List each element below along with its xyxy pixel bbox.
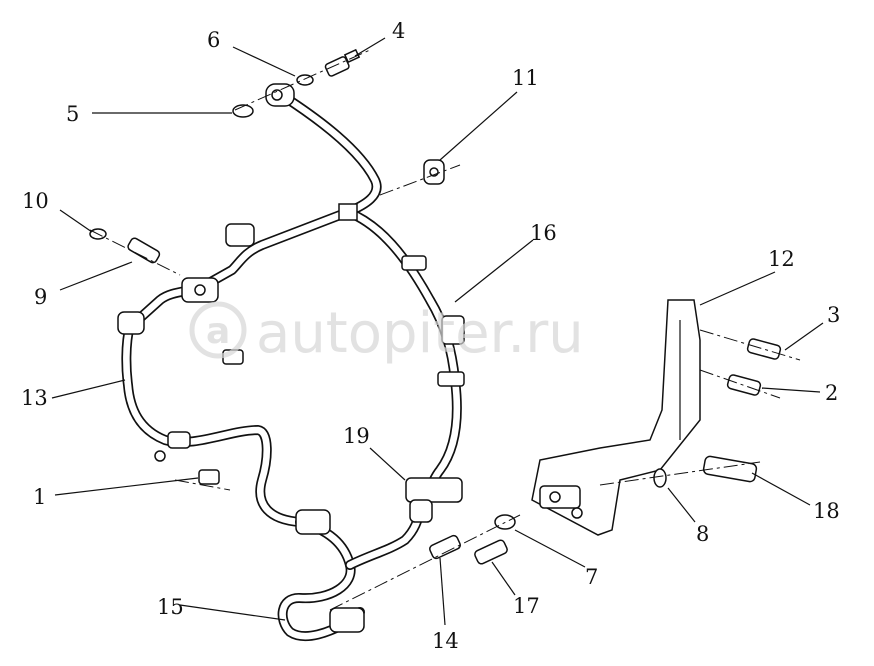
callout-2: 2: [825, 381, 838, 405]
callout-16: 16: [530, 221, 557, 245]
watermark-text: autopiter.ru: [256, 301, 584, 366]
bolt-2: [726, 374, 762, 396]
connector-18: [702, 455, 758, 483]
callout-3: 3: [827, 303, 840, 327]
callout-labels: 1 2 3 4 5 6 7 8 9 10 11 12 13 14 15 16 1…: [21, 19, 840, 653]
center-lines: [89, 49, 801, 611]
callout-8: 8: [696, 522, 709, 546]
connector-9: [127, 237, 161, 264]
callout-4: 4: [392, 19, 405, 43]
bolt-1: [198, 469, 220, 485]
connector-14: [429, 534, 461, 560]
clip-16-upper: [401, 255, 427, 271]
clamp-13: [167, 431, 191, 449]
clip-16-lower: [441, 315, 465, 345]
leader-lines: [51, 37, 824, 626]
clamp-15-upper: [295, 509, 331, 535]
fitting-19: [405, 477, 463, 503]
o-ring-8: [653, 468, 667, 488]
callout-18: 18: [813, 499, 840, 523]
callout-9: 9: [34, 285, 47, 309]
clip-upper-left: [225, 223, 255, 247]
watermark: a autopiter.ru: [189, 301, 584, 366]
callout-6: 6: [207, 28, 220, 52]
callout-11: 11: [512, 66, 539, 90]
washer-5: [232, 104, 254, 118]
callout-17: 17: [513, 594, 540, 618]
pipe-network: [121, 91, 462, 642]
callout-14: 14: [432, 629, 459, 653]
clip-16-bottom: [437, 371, 465, 387]
callout-10: 10: [22, 189, 49, 213]
callout-5: 5: [66, 102, 79, 126]
callout-19: 19: [343, 424, 370, 448]
parts: [89, 48, 782, 633]
callout-13: 13: [21, 386, 48, 410]
elbow-fitting-13: [117, 311, 145, 335]
callout-1: 1: [33, 485, 46, 509]
watermark-logo-icon: [189, 301, 247, 359]
callout-12: 12: [768, 247, 795, 271]
connector-17: [474, 539, 508, 565]
bracket-12: [531, 299, 701, 536]
callout-15: 15: [157, 595, 184, 619]
bolt-3: [746, 338, 782, 360]
watermark-logo-glyph: a: [206, 311, 230, 352]
tee-junction: [338, 203, 358, 221]
clamp-15-lower: [329, 607, 365, 633]
callout-7: 7: [585, 565, 598, 589]
